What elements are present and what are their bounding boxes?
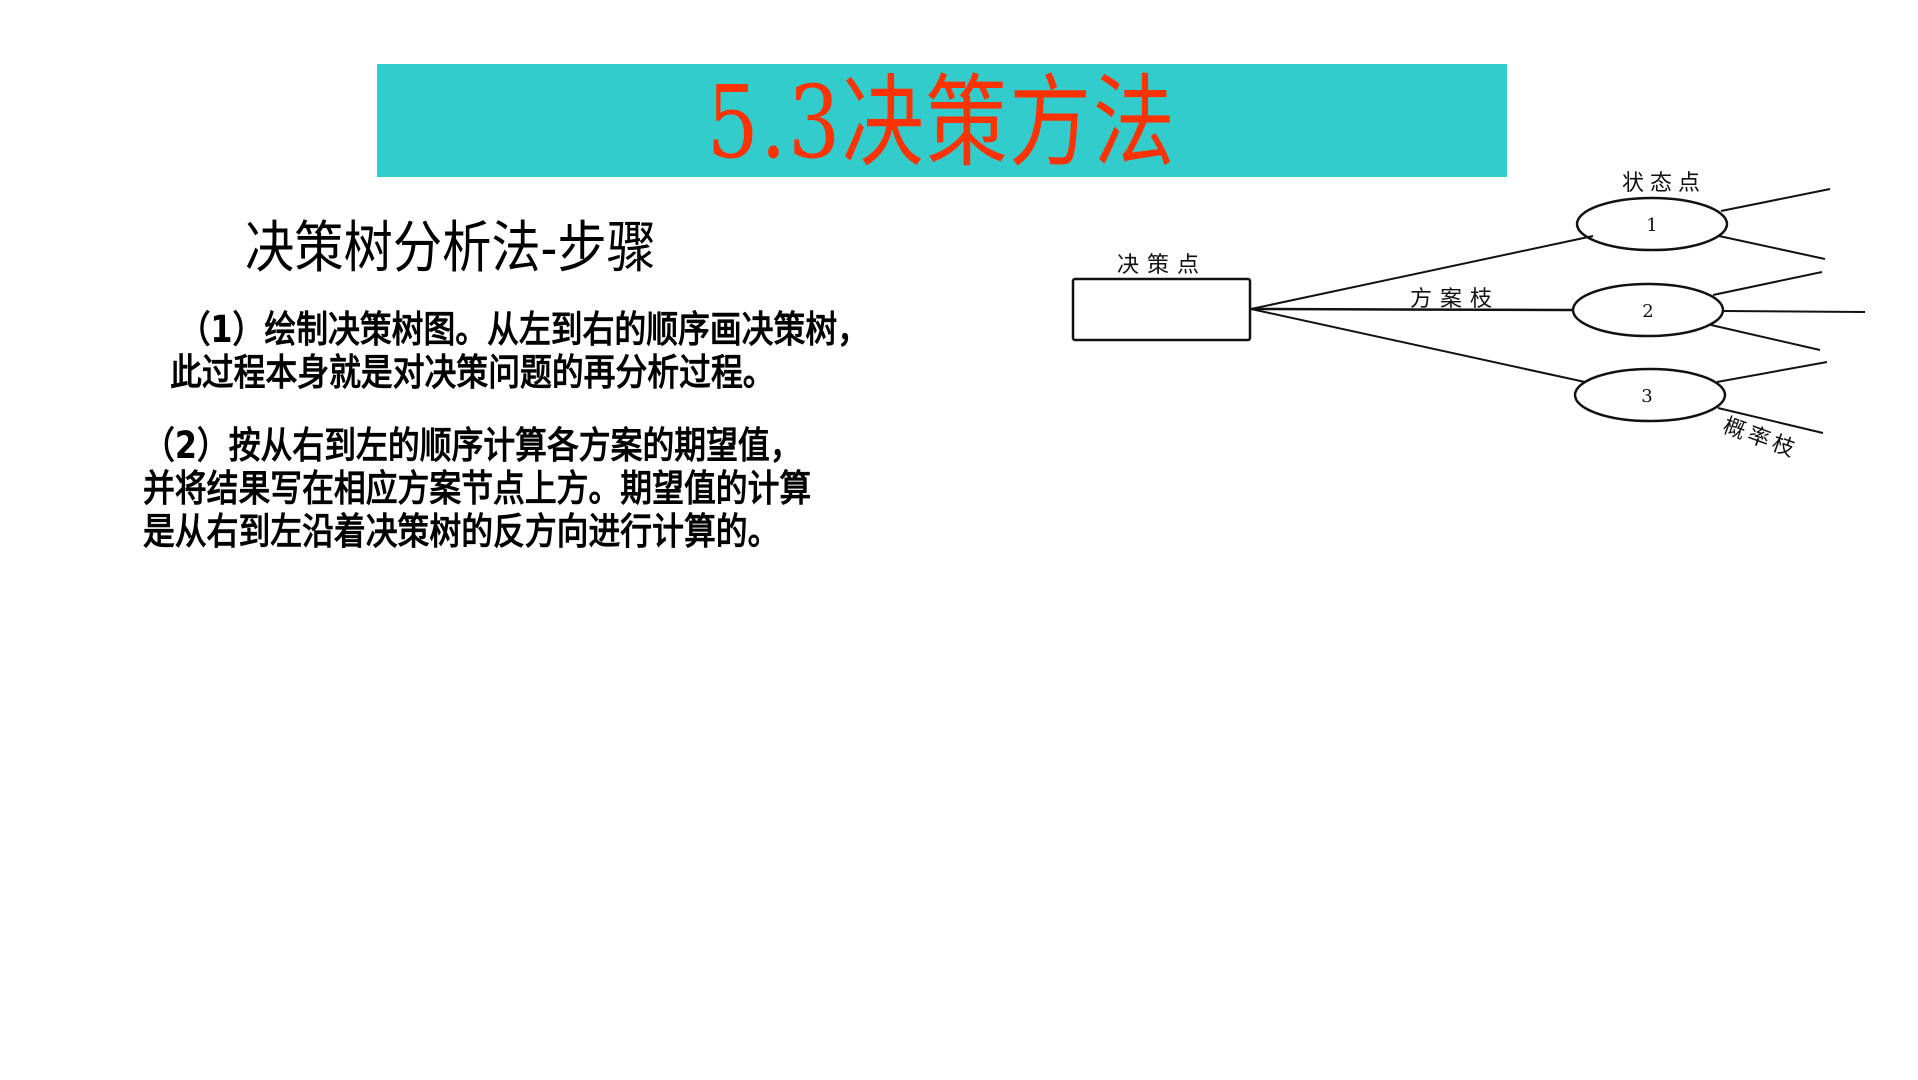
probability-branch-1b <box>1718 235 1826 260</box>
probability-branch-2c <box>1710 324 1821 351</box>
step-1-paragraph: （1）绘制决策树图。从左到右的顺序画决策树， 此过程本身就是对决策问题的再分析过… <box>170 308 869 394</box>
section-subtitle: 决策树分析法-步骤 <box>245 216 656 281</box>
title-banner: 5.3决策方法 <box>377 64 1507 177</box>
option-branch-1 <box>1250 235 1594 310</box>
option-branch-3 <box>1250 308 1586 383</box>
state-node-1 <box>1575 196 1729 252</box>
probability-branch-3b <box>1717 407 1824 434</box>
probability-branch-2b <box>1722 310 1866 313</box>
state-node-label: 状态点 <box>1622 171 1706 196</box>
slide-title: 5.3决策方法 <box>707 63 1177 181</box>
step-1-line-1: （1）绘制决策树图。从左到右的顺序画决策树， <box>178 308 869 351</box>
step-2-paragraph: （2）按从右到左的顺序计算各方案的期望值， 并将结果写在相应方案节点上方。期望值… <box>143 424 811 553</box>
step-2-line-1: （2）按从右到左的顺序计算各方案的期望值， <box>143 424 802 467</box>
step-1-line-2: 此过程本身就是对决策问题的再分析过程。 <box>170 351 775 394</box>
state-node-3 <box>1573 367 1727 423</box>
option-branch-2 <box>1250 307 1573 312</box>
step-2-line-3: 是从右到左沿着决策树的反方向进行计算的。 <box>143 510 780 553</box>
state-node-3-number: 3 <box>1641 386 1652 407</box>
decision-node-box <box>1071 277 1252 342</box>
state-node-1-number: 1 <box>1646 215 1657 236</box>
probability-branch-2a <box>1712 271 1823 296</box>
probability-branch-1a <box>1720 188 1831 212</box>
step-2-line-2: 并将结果写在相应方案节点上方。期望值的计算 <box>143 467 812 510</box>
option-branch-label: 方案枝 <box>1410 287 1500 312</box>
decision-node-label: 决策点 <box>1117 253 1207 278</box>
state-node-2-number: 2 <box>1642 301 1653 322</box>
probability-branch-label: 概率枝 <box>1720 414 1802 464</box>
probability-branch-3a <box>1716 361 1828 383</box>
state-node-2 <box>1571 282 1725 338</box>
